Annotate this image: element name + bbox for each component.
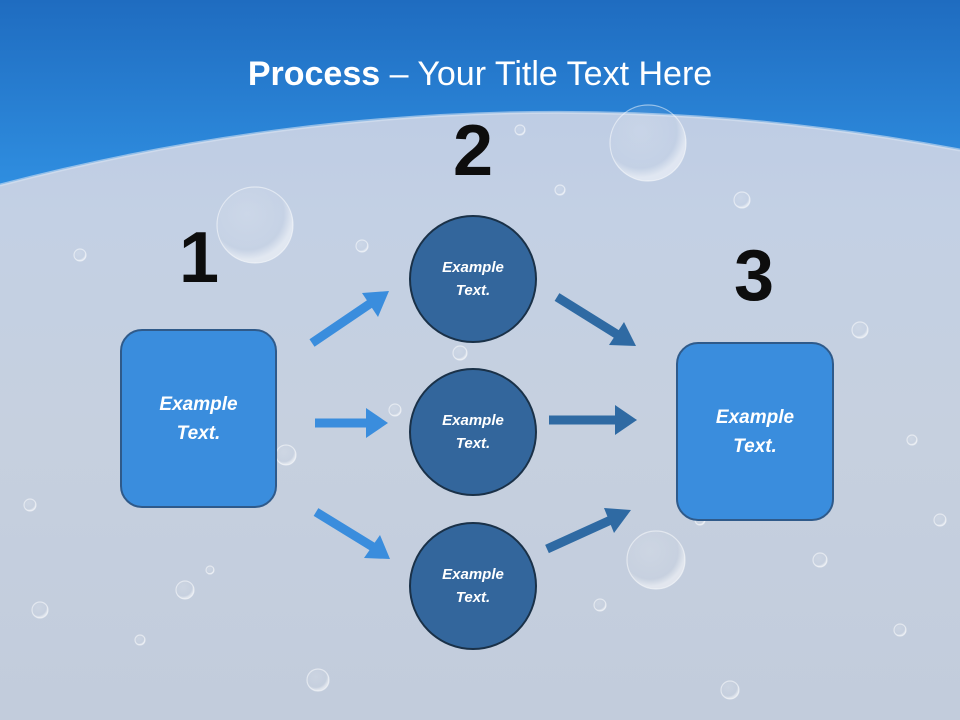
step-2-circle-bottom: Example Text. xyxy=(409,522,537,650)
slide-title: Process – Your Title Text Here xyxy=(0,52,960,96)
step-number-2: 2 xyxy=(452,111,494,191)
step-2-circle-bottom-text: Example Text. xyxy=(442,566,504,606)
arrow-bottom-to-3 xyxy=(545,508,631,554)
step-1-box: Example Text. xyxy=(120,329,277,508)
arrow-top-to-3 xyxy=(554,293,636,346)
arrow-1-to-top xyxy=(309,291,389,347)
step-2-circle-middle-text: Example Text. xyxy=(442,412,504,452)
arrow-1-to-bottom xyxy=(313,508,390,559)
step-3-box: Example Text. xyxy=(676,342,834,521)
step-2-circle-top: Example Text. xyxy=(409,215,537,343)
arrow-1-to-middle xyxy=(315,408,388,438)
step-2-circle-top-text: Example Text. xyxy=(442,259,504,299)
step-3-text: Example Text. xyxy=(715,406,795,457)
step-number-3: 3 xyxy=(733,236,775,316)
step-1-text: Example Text. xyxy=(159,393,238,444)
title-rest: – Your Title Text Here xyxy=(380,55,713,93)
arrow-middle-to-3 xyxy=(549,405,637,435)
step-2-circle-middle: Example Text. xyxy=(409,368,537,496)
title-bold: Process xyxy=(247,55,381,93)
step-number-1: 1 xyxy=(178,218,220,298)
